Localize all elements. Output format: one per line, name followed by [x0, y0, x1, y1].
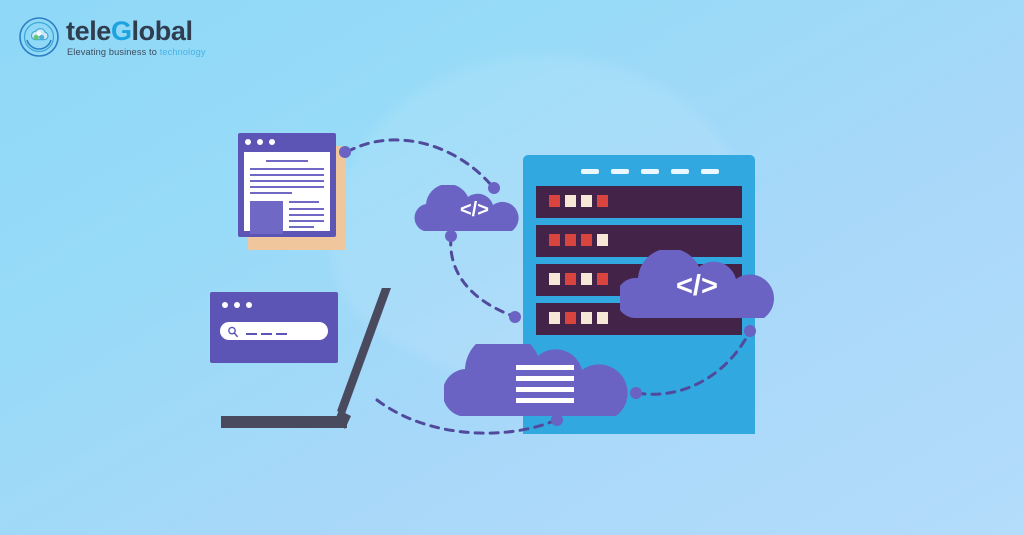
logo-tagline: Elevating business to technology [67, 47, 206, 57]
window-dot [257, 139, 263, 145]
document-text-line [289, 208, 324, 210]
server-led [597, 195, 608, 207]
connector-dot [509, 311, 521, 323]
cloud-document[interactable] [442, 332, 638, 416]
cloud-code-small[interactable]: </> [414, 183, 522, 231]
cloud-document-line [516, 376, 574, 381]
document-text-line [250, 180, 324, 182]
connector-dot [339, 146, 351, 158]
search-window-titlebar-dots [222, 302, 252, 308]
search-placeholder-dashes [246, 333, 287, 335]
server-led [581, 195, 592, 207]
connector-path-server-to-cloud [635, 331, 751, 396]
document-window-titlebar-dots [245, 139, 275, 145]
server-bay [536, 186, 742, 218]
server-led [565, 312, 576, 324]
server-led [581, 234, 592, 246]
magnifier-icon [227, 325, 239, 338]
window-dot [246, 302, 252, 308]
laptop-outline [215, 285, 405, 440]
logo-wordmark: teleGlobal [66, 18, 193, 45]
connector-path-cloud-to-server [449, 235, 515, 318]
cloud-document-line [516, 365, 574, 370]
document-lines-icon [516, 365, 574, 403]
server-led [549, 195, 560, 207]
server-led [565, 195, 576, 207]
server-led-group [549, 312, 608, 324]
server-led [549, 234, 560, 246]
search-browser-window[interactable] [210, 292, 338, 363]
server-vent [641, 169, 659, 174]
connector-dot [445, 230, 457, 242]
document-heading-line [266, 160, 308, 162]
document-text-line [250, 192, 292, 194]
document-text-line [289, 201, 319, 203]
server-led [581, 312, 592, 324]
document-window[interactable] [238, 133, 336, 237]
document-text-line [250, 174, 324, 176]
code-icon: </> [460, 199, 489, 221]
window-dot [222, 302, 228, 308]
server-vent [701, 169, 719, 174]
connector-dot [551, 414, 563, 426]
server-vent [671, 169, 689, 174]
placeholder-dash [261, 333, 272, 335]
cloud-network-circle-icon [18, 16, 60, 58]
server-led [597, 312, 608, 324]
connector-dot [630, 387, 642, 399]
cloud-document-line [516, 398, 574, 403]
window-dot [234, 302, 240, 308]
logo-tagline-highlight: technology [159, 47, 206, 57]
server-led-group [549, 234, 608, 246]
server-led [565, 234, 576, 246]
server-led [565, 273, 576, 285]
server-led [581, 273, 592, 285]
document-text-line [250, 168, 324, 170]
logo-word-part-1: tele [66, 16, 111, 46]
document-text-line [289, 220, 324, 222]
document-text-line [289, 226, 314, 228]
server-bay [536, 225, 742, 257]
logo-tagline-plain: Elevating business to [67, 47, 160, 57]
server-led-group [549, 195, 608, 207]
logo-word-highlight: G [110, 16, 132, 46]
server-led [549, 273, 560, 285]
document-text-line [250, 186, 324, 188]
server-vent-row [581, 169, 719, 174]
search-input[interactable] [220, 322, 328, 340]
server-vent [581, 169, 599, 174]
document-text-line [289, 214, 324, 216]
server-led [597, 273, 608, 285]
connector-dot [744, 325, 756, 337]
brand-logo[interactable]: teleGlobal Elevating business to technol… [18, 10, 218, 62]
server-led [549, 312, 560, 324]
connector-dot [488, 182, 500, 194]
placeholder-dash [276, 333, 287, 335]
window-dot [245, 139, 251, 145]
window-dot [269, 139, 275, 145]
document-page [244, 152, 330, 234]
connector-path-doc-to-cloud [345, 138, 494, 188]
server-led-group [549, 273, 608, 285]
cloud-code-large[interactable]: </> [615, 248, 778, 318]
code-icon: </> [676, 270, 718, 302]
document-image-block [250, 201, 283, 234]
connector-path-laptop-to-cloud [375, 398, 558, 435]
logo-word-part-2: lobal [131, 16, 193, 46]
server-vent [611, 169, 629, 174]
server-led [597, 234, 608, 246]
cloud-document-line [516, 387, 574, 392]
placeholder-dash [246, 333, 257, 335]
